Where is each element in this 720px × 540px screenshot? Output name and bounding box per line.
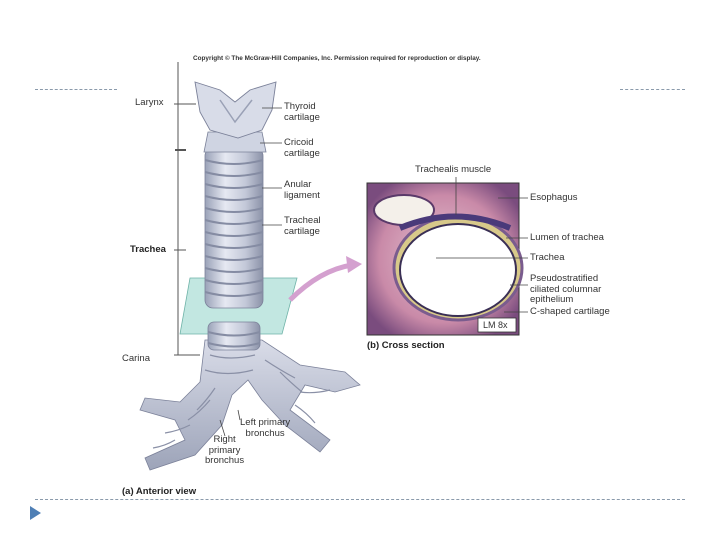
thyroid-cartilage bbox=[194, 81, 277, 139]
copyright-notice: Copyright © The McGraw-Hill Companies, I… bbox=[193, 55, 481, 62]
cross-section-micrograph bbox=[366, 182, 524, 336]
label-trachealis-muscle: Trachealis muscle bbox=[415, 164, 492, 175]
label-larynx: Larynx bbox=[135, 97, 164, 108]
label-lumen-of-trachea: Lumen of trachea bbox=[530, 232, 604, 243]
label-trachea-cross-section: Trachea bbox=[530, 252, 565, 263]
caption-cross-section: (b) Cross section bbox=[367, 340, 445, 351]
leader-lines-b bbox=[436, 177, 528, 313]
label-magnification: LM 8x bbox=[483, 320, 508, 330]
label-anular-ligament: Anular ligament bbox=[284, 179, 320, 201]
label-esophagus: Esophagus bbox=[530, 192, 578, 203]
slide-bullet-icon bbox=[30, 506, 41, 520]
label-cricoid-cartilage: Cricoid cartilage bbox=[284, 137, 320, 159]
label-pseudostratified-epithelium: Pseudostratified ciliated columnar epith… bbox=[530, 273, 602, 305]
bottom-dashed-line bbox=[35, 499, 685, 500]
label-right-primary-bronchus: Right primary bronchus bbox=[205, 434, 245, 466]
pointer-arrow bbox=[288, 262, 353, 302]
label-c-shaped-cartilage: C-shaped cartilage bbox=[530, 306, 610, 317]
top-left-dashed-line bbox=[35, 89, 117, 90]
bronchus-rings bbox=[152, 354, 331, 449]
label-carina: Carina bbox=[122, 353, 150, 364]
label-thyroid-cartilage: Thyroid cartilage bbox=[284, 101, 320, 123]
tracheal-rings bbox=[204, 159, 264, 297]
leader-lines-a bbox=[219, 107, 282, 437]
label-left-primary-bronchus: Left primary bronchus bbox=[240, 417, 291, 439]
top-right-dashed-line bbox=[620, 89, 685, 90]
bronchi bbox=[139, 339, 361, 471]
bracket-lines bbox=[174, 62, 200, 356]
label-tracheal-cartilage: Tracheal cartilage bbox=[284, 215, 321, 237]
label-trachea: Trachea bbox=[130, 244, 166, 255]
caption-anterior-view: (a) Anterior view bbox=[122, 486, 197, 497]
